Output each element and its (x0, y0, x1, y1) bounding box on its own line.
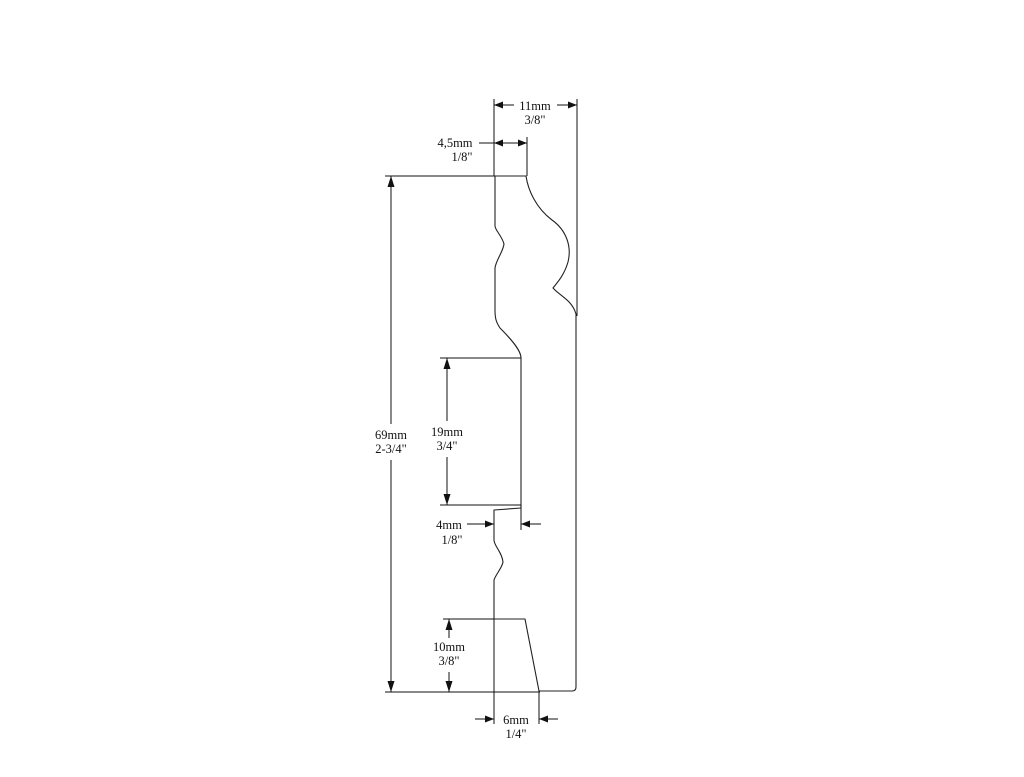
dimension-top-width: 11mm 3/8" (493, 99, 578, 316)
dimension-top-step: 4,5mm 1/8" (437, 136, 528, 176)
recess-depth-metric: 4mm (436, 518, 462, 532)
bottom-height-metric: 10mm (433, 640, 465, 654)
top-step-imperial: 1/8" (451, 150, 472, 164)
dimension-total-height: 69mm 2-3/4" (375, 175, 540, 693)
top-step-metric: 4,5mm (437, 136, 472, 150)
bottom-width-imperial: 1/4" (505, 727, 526, 741)
total-height-metric: 69mm (375, 428, 407, 442)
recess-height-imperial: 3/4" (436, 439, 457, 453)
top-width-metric: 11mm (519, 99, 551, 113)
dimension-recess-depth: 4mm 1/8" (436, 505, 541, 547)
dimension-bottom-width: 6mm 1/4" (475, 619, 558, 741)
recess-depth-imperial: 1/8" (441, 533, 462, 547)
moulding-profile-outline (493, 175, 577, 692)
dimension-bottom-height: 10mm 3/8" (433, 618, 494, 692)
bottom-width-metric: 6mm (503, 713, 529, 727)
top-width-imperial: 3/8" (524, 113, 545, 127)
dimension-recess-height: 19mm 3/4" (431, 357, 521, 506)
recess-height-metric: 19mm (431, 425, 463, 439)
total-height-imperial: 2-3/4" (375, 442, 407, 456)
bottom-height-imperial: 3/8" (438, 654, 459, 668)
